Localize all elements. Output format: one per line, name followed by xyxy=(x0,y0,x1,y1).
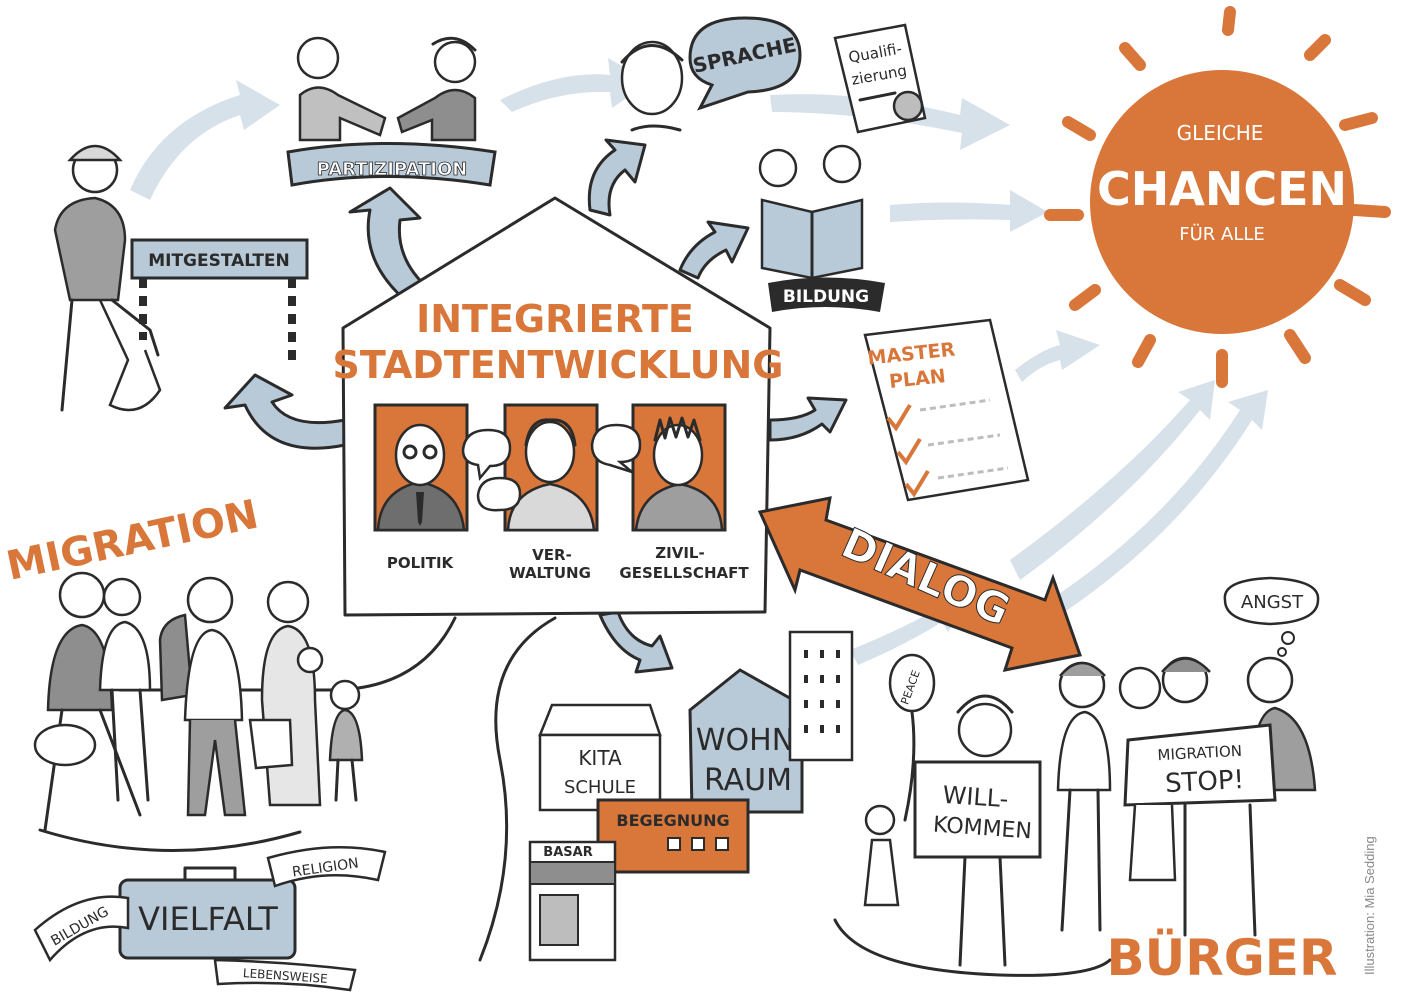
seal-icon xyxy=(892,90,924,122)
angst-label: ANGST xyxy=(1241,592,1304,613)
sun-line3: FÜR ALLE xyxy=(1179,223,1265,245)
sun-gleiche-chancen: GLEICHE CHANCEN FÜR ALLE xyxy=(1044,6,1391,388)
line-house-to-city xyxy=(478,616,557,962)
checkmark-icon xyxy=(896,437,922,466)
house-title-line1: INTEGRIERTE xyxy=(416,297,694,341)
ribbon-religion xyxy=(266,845,387,888)
label-verwaltung-2: WALTUNG xyxy=(509,564,591,582)
willkommen-sign xyxy=(913,760,1042,859)
sun-rays xyxy=(1044,6,1391,388)
label-politik: POLITIK xyxy=(387,554,455,572)
wohnraum-2: RAUM xyxy=(704,763,792,798)
sprache-bubble xyxy=(688,16,802,111)
stop-1: MIGRATION xyxy=(1157,742,1242,764)
speech-bubble-icon xyxy=(590,423,642,474)
helmet-icon xyxy=(67,144,123,162)
arrow-dialog-to-sun-1 xyxy=(1010,380,1215,580)
portrait-verwaltung xyxy=(503,403,599,532)
ribbon-lebensweise xyxy=(213,958,357,992)
arrow-house-to-partizipation xyxy=(348,186,432,302)
kita-schule-building xyxy=(538,733,662,812)
worker-mitgestalten: MITGESTALTEN xyxy=(53,144,309,412)
migration-stop-sign xyxy=(1123,723,1277,807)
sun-disc xyxy=(1090,70,1354,334)
arrow-house-to-mitgestalten xyxy=(223,373,347,450)
arrow-house-to-city xyxy=(598,610,674,674)
arrow-dialog-to-sun-2 xyxy=(1050,390,1268,615)
arrow-masterplan-to-sun xyxy=(1015,330,1100,382)
ribbon-lebensweise-label: LEBENSWEISE xyxy=(242,966,328,986)
bildung-banner xyxy=(768,277,885,312)
qualifizierung-certificate: Qualifi- zierung xyxy=(833,23,927,134)
bag-icon xyxy=(33,723,97,767)
speech-bubble-icon xyxy=(476,476,522,512)
mitgestalten-label: MITGESTALTEN xyxy=(148,251,290,271)
arrow-house-to-bildung xyxy=(678,220,750,280)
portrait-politik xyxy=(373,403,469,532)
buerger-title: BÜRGER xyxy=(1107,928,1338,987)
speech-bubble-icon xyxy=(461,428,512,481)
portrait-zivilgesellschaft xyxy=(631,403,727,532)
ribbon-bildung xyxy=(33,895,130,963)
arrow-house-to-masterplan xyxy=(768,396,848,442)
label-verwaltung-1: VER- xyxy=(532,546,572,564)
house-integrierte-stadtentwicklung: INTEGRIERTE STADTENTWICKLUNG POLITIK xyxy=(223,138,848,674)
schule-label: SCHULE xyxy=(564,777,636,798)
arrow-house-to-sprache xyxy=(587,138,647,217)
sun-line2: CHANCEN xyxy=(1097,162,1347,216)
angst-bubble xyxy=(1223,576,1320,626)
vielfalt-suitcase: VIELFALT BILDUNG RELIGION LEBENSWEISE xyxy=(33,845,387,992)
suitcase-small-icon xyxy=(248,718,294,770)
wohnraum-1: WOHN xyxy=(696,723,794,758)
speaker-sprache: SPRACHE xyxy=(620,16,802,132)
partizipation-banner xyxy=(286,142,497,187)
arrow-handshake-to-speaker xyxy=(500,58,650,112)
stop-2: STOP! xyxy=(1164,765,1244,799)
arrow-worker-to-handshake xyxy=(130,80,280,200)
begegnung-building xyxy=(596,798,750,874)
house-title-line2: STADTENTWICKLUNG xyxy=(333,343,784,387)
arrow-bildung-to-sun xyxy=(890,190,1048,232)
label-zivil-2: GESELLSCHAFT xyxy=(619,564,749,582)
migration-title: MIGRATION xyxy=(3,492,263,590)
illustration-credit: Illustration: Mia Sedding xyxy=(1362,836,1377,975)
partizipation-label: PARTIZIPATION xyxy=(317,159,468,180)
kita-label: KITA xyxy=(578,746,622,770)
willkommen-1: WILL- xyxy=(942,781,1010,814)
checkmark-icon xyxy=(886,403,912,432)
shovel-icon xyxy=(98,299,162,412)
mitgestalten-sign xyxy=(130,238,309,280)
sun-line1: GLEICHE xyxy=(1177,121,1264,145)
basar-label: BASAR xyxy=(543,845,592,860)
city-buildings: KITA SCHULE WOHN RAUM BEGEGNUNG BASAR xyxy=(528,630,854,962)
kids-reading-bildung: BILDUNG xyxy=(758,144,885,312)
migration-group: MIGRATION xyxy=(3,492,364,852)
ground-line xyxy=(38,828,302,852)
arrow-to-sun-top xyxy=(770,94,1010,150)
begegnung-label: BEGEGNUNG xyxy=(616,811,729,830)
label-zivil-1: ZIVIL- xyxy=(655,544,704,562)
vielfalt-label: VIELFALT xyxy=(138,900,278,938)
checkmark-icon xyxy=(904,469,930,498)
bildung-banner-label: BILDUNG xyxy=(783,287,869,307)
buerger-group: PEACE WILL- KOMMEN MIGRATION STOP! ANGST xyxy=(833,576,1338,987)
handshake-partizipation: PARTIZIPATION xyxy=(286,36,497,187)
masterplan-document: MASTER PLAN xyxy=(863,318,1030,502)
